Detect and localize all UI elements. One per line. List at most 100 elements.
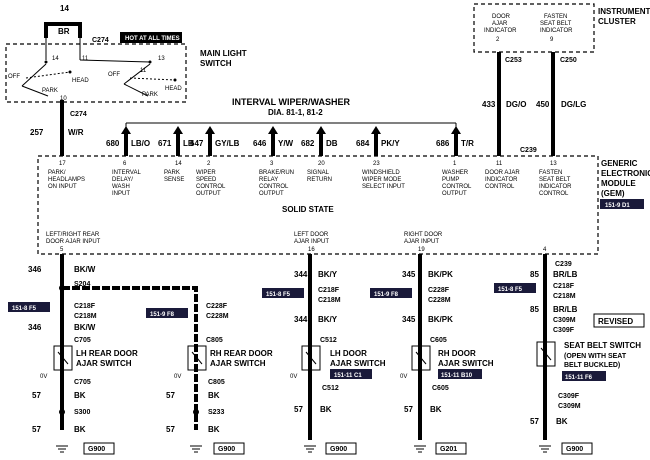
lh-door-tag: 151-8 F5 xyxy=(266,292,291,298)
top-wire-number: 671 xyxy=(158,139,172,148)
arrow-up-icon xyxy=(371,126,381,134)
gem-pin-label: WASH xyxy=(112,184,130,190)
left-switch-pin-c: 10 xyxy=(60,96,67,102)
seat-belt-w57: 57 xyxy=(530,417,539,426)
wire-433-color: DG/O xyxy=(506,100,526,109)
gem-solid-state: SOLID STATE xyxy=(282,205,334,214)
wire-433-number: 433 xyxy=(482,100,496,109)
gem-pin-number: 3 xyxy=(270,161,274,167)
gem-bottom-pin: 5 xyxy=(60,247,64,253)
gem-module: C239 GENERIC ELECTRONIC MODULE (GEM) 151… xyxy=(37,147,650,255)
gem-pin-label: OUTPUT xyxy=(196,191,221,197)
lh-rear-w57a: 57 xyxy=(32,391,41,400)
ground-g201-rh-door: G201 xyxy=(440,446,457,453)
cluster-fasten-2: SEAT BELT xyxy=(540,21,572,27)
lh-door-switch-title-2: AJAR SWITCH xyxy=(330,359,386,368)
gem-title-4: (GEM) xyxy=(601,189,625,198)
gem-pin-number: 17 xyxy=(59,161,66,167)
gem-pin-label: SENSE xyxy=(164,177,184,183)
ground-g900-lh-rear: G900 xyxy=(88,446,105,453)
seat-belt-c309f2: C309F xyxy=(558,393,580,400)
wire-257-number: 257 xyxy=(30,128,44,137)
interval-wiper-title: INTERVAL WIPER/WASHER xyxy=(232,97,351,107)
revised-label: REVISED xyxy=(598,317,633,326)
top-wire-number: 682 xyxy=(301,139,315,148)
main-light-switch-title-1: MAIN LIGHT xyxy=(200,49,247,58)
gem-pin-label: CONTROL xyxy=(196,184,226,190)
right-switch-head: HEAD xyxy=(165,86,182,92)
rh-door-c228f: C228F xyxy=(428,287,450,294)
seat-belt-switch-note-2: BELT BUCKLED) xyxy=(564,362,620,369)
lh-rear-switch-title-1: LH REAR DOOR xyxy=(76,349,138,358)
rh-door-switch-title-2: AJAR SWITCH xyxy=(438,359,494,368)
seat-belt-c309m: C309M xyxy=(553,317,576,324)
splice-s300: S300 xyxy=(74,409,90,416)
gem-bottom-label: LEFT/RIGHT REAR xyxy=(46,232,100,238)
top-wire-color: GY/LB xyxy=(215,139,240,148)
rh-rear-w57a: 57 xyxy=(166,391,175,400)
seat-belt-c218m: C218M xyxy=(553,293,576,300)
top-wire-number: 686 xyxy=(436,139,450,148)
gem-pin-label: WASHER xyxy=(442,170,469,176)
rh-rear-c228m: C228M xyxy=(206,313,229,320)
gem-pin-number: 23 xyxy=(373,161,380,167)
br-wire-color: BR xyxy=(58,27,70,36)
gem-pin-number: 11 xyxy=(496,161,503,167)
lh-rear-bk-a: BK xyxy=(74,391,86,400)
seat-belt-switch-title: SEAT BELT SWITCH xyxy=(564,341,641,350)
gem-pin-label: OUTPUT xyxy=(259,191,284,197)
gem-pin-number: 13 xyxy=(550,161,557,167)
wire-257: C274 257 W/R xyxy=(30,100,87,156)
lh-rear-c218f: C218F xyxy=(74,303,96,310)
main-light-switch-title-2: SWITCH xyxy=(200,59,232,68)
gem-pin-label: OUTPUT xyxy=(442,191,467,197)
wire-345b-number: 345 xyxy=(402,315,416,324)
top-wire-color: DB xyxy=(326,139,338,148)
gem-title-2: ELECTRONIC xyxy=(601,169,650,178)
rh-rear-c228f: C228F xyxy=(206,303,228,310)
connector-c250: C250 xyxy=(560,57,577,64)
wire-345a-number: 345 xyxy=(402,270,416,279)
seat-belt-branch: C239 85 BR/LB 151-8 F5 C218F C218M 85 BR… xyxy=(494,254,645,455)
hot-at-all-times-box xyxy=(120,32,182,43)
cluster-fasten-3: INDICATOR xyxy=(540,28,573,34)
rh-door-c228m: C228M xyxy=(428,297,451,304)
lh-rear-c705: C705 xyxy=(74,337,91,344)
top-wire-color: LB/O xyxy=(131,139,150,148)
lh-door-c512b: C512 xyxy=(322,385,339,392)
lh-rear-w57b: 57 xyxy=(32,425,41,434)
gem-pin-number: 20 xyxy=(318,161,325,167)
gem-pin-label: RELAY xyxy=(259,177,278,183)
connector-c253: C253 xyxy=(505,57,522,64)
top-wire-number: 680 xyxy=(106,139,120,148)
top-wire-color: LB xyxy=(183,139,194,148)
splice-s204: S204 xyxy=(74,281,90,288)
rh-door-branch: 345 BK/PK 151-9 F8 C228F C228M 345 BK/PK… xyxy=(370,254,494,455)
gem-pin-label: SIGNAL xyxy=(307,170,330,176)
gem-pin-label: INDICATOR xyxy=(539,184,572,190)
rear-door-branch: 346 BK/W S204 151-8 F5 C218F C218M 346 B… xyxy=(8,254,273,455)
lh-rear-c705b: C705 xyxy=(74,379,91,386)
rh-rear-bk-b: BK xyxy=(208,425,220,434)
wire-85a-number: 85 xyxy=(530,270,539,279)
right-switch-pin-b: 11 xyxy=(140,68,147,74)
lh-rear-tag: 151-8 F5 xyxy=(12,306,37,312)
gem-pin-label: WIPER xyxy=(196,170,216,176)
gem-pin-label: CONTROL xyxy=(259,184,289,190)
interval-wiper-dia: DIA. 81-1, 81-2 xyxy=(268,108,323,117)
gem-pin-label: PARK/ xyxy=(48,170,66,176)
instrument-cluster-title-2: CLUSTER xyxy=(598,17,636,26)
seat-belt-c218f: C218F xyxy=(553,283,575,290)
gem-pin-label: DELAY/ xyxy=(112,177,133,183)
rh-door-w57: 57 xyxy=(404,405,413,414)
arrow-up-icon xyxy=(205,126,215,134)
gem-pin-number: 2 xyxy=(207,161,211,167)
arrow-up-icon xyxy=(121,126,131,134)
right-switch-pin-a: 13 xyxy=(158,56,165,62)
gem-pin-label: CONTROL xyxy=(485,184,515,190)
gem-pin-label: INPUT xyxy=(112,191,130,197)
rh-door-ov: 0V xyxy=(400,374,407,380)
gem-bottom-label: LEFT DOOR xyxy=(294,232,329,238)
